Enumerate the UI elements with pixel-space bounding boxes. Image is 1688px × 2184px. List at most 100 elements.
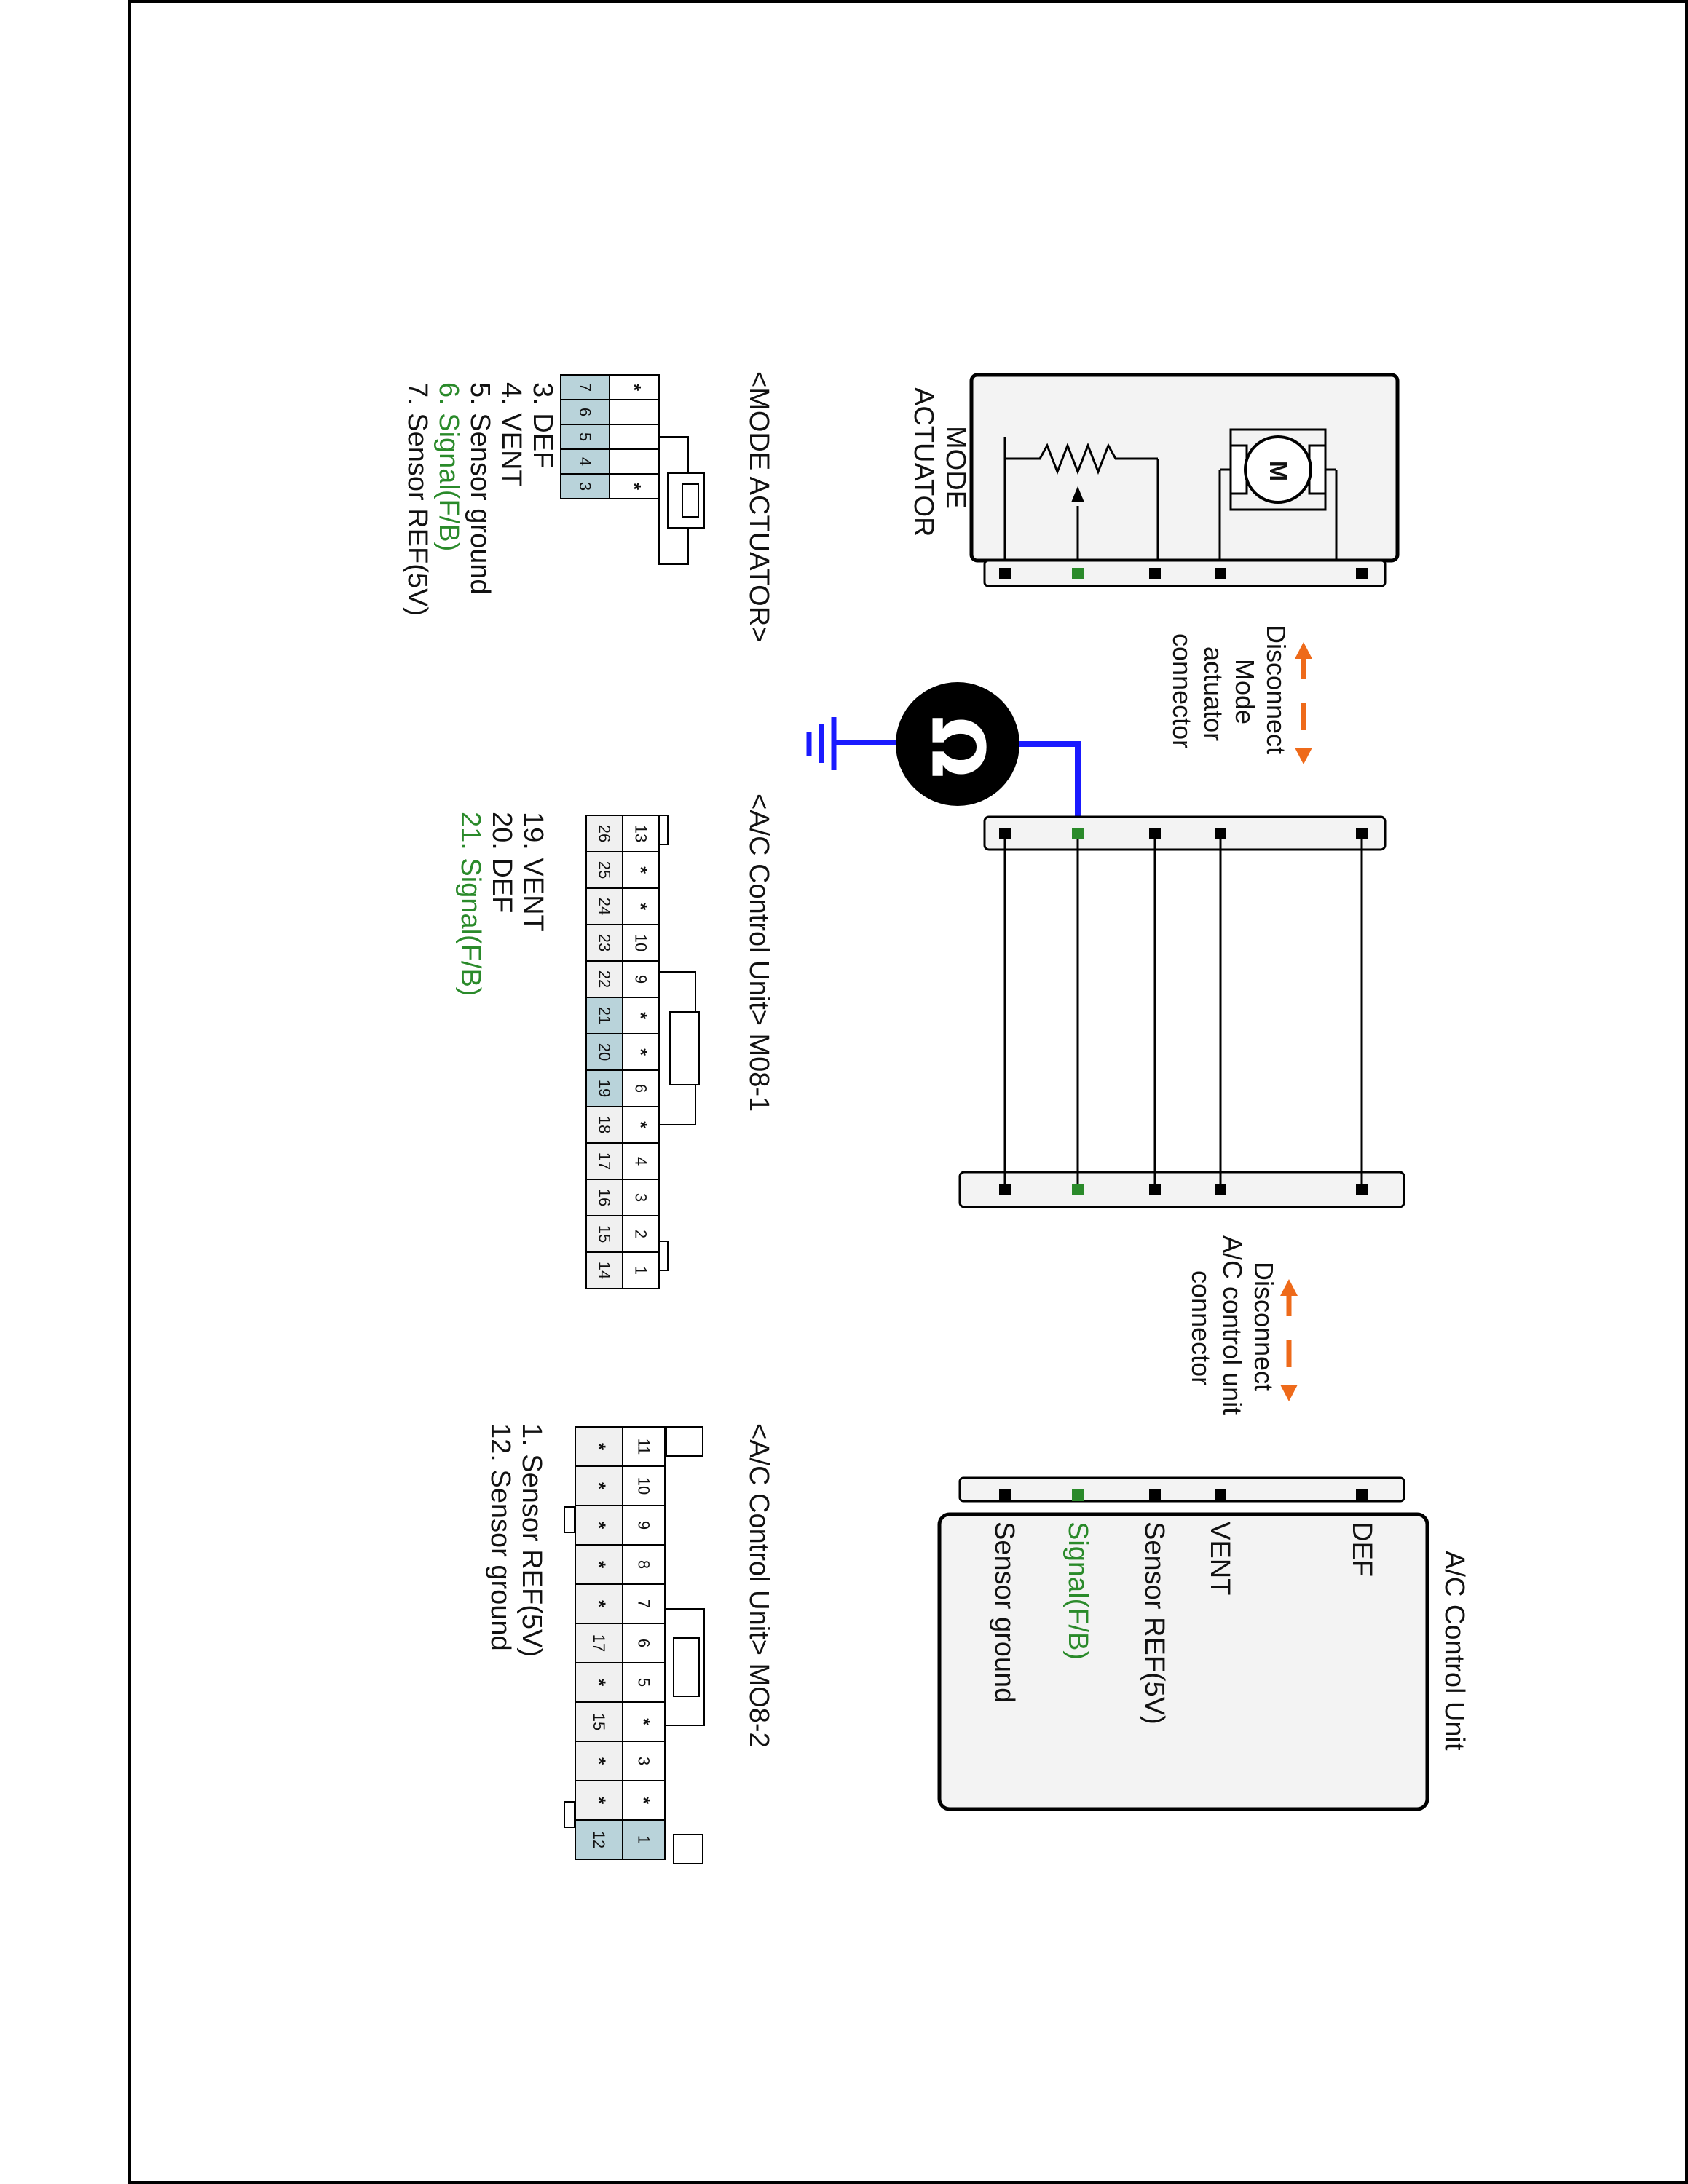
pin-number: 23 (596, 934, 614, 951)
ac-pin-sensor-ref: Sensor REF(5V) (1139, 1522, 1170, 1725)
ohm-icon: Ω (915, 716, 1001, 778)
pin-cell (609, 473, 660, 499)
connector-mode-title: <MODE ACTUATOR> (744, 371, 774, 642)
m081-legend-2: 21. Signal(F/B) (455, 812, 486, 996)
pin-cell (575, 1780, 623, 1821)
pin-cell (585, 1106, 623, 1144)
ac-unit-box (937, 1512, 1429, 1811)
disconnect-ac-line2: A/C control unit (1218, 1235, 1247, 1415)
pin-cell (622, 1662, 666, 1703)
ohmmeter (896, 682, 1019, 806)
pin-number: 3 (576, 482, 594, 491)
pin-number: 13 (632, 825, 650, 842)
pin-number: * (588, 1522, 610, 1530)
mode-actuator-pin-strip (983, 559, 1387, 587)
pin-number: 25 (596, 861, 614, 879)
pin-number: 10 (635, 1477, 653, 1495)
pin-number: * (588, 1797, 610, 1805)
pin-number: 19 (596, 1080, 614, 1097)
pin-cell (622, 887, 660, 925)
resistor-icon (1005, 442, 1158, 475)
pin-cell (575, 1544, 623, 1585)
pin-cell (609, 448, 660, 475)
arrow-up-icon (1280, 1279, 1298, 1296)
pin-number: 20 (596, 1043, 614, 1061)
pin-number: 26 (596, 825, 614, 842)
pin-cell (560, 424, 610, 450)
pin-number: 8 (635, 1560, 653, 1569)
pin-cell (560, 473, 610, 499)
pin-cell (585, 1142, 623, 1180)
pin-cell (609, 424, 660, 450)
pin-number: 4 (632, 1157, 650, 1166)
pin-number: 18 (596, 1116, 614, 1133)
pin-number: * (623, 384, 645, 392)
mode-legend-3: 6. Signal(F/B) (433, 382, 464, 551)
pin-number: 14 (596, 1262, 614, 1279)
pin-number: 22 (596, 970, 614, 988)
m082-legend-0: 1. Sensor REF(5V) (516, 1423, 547, 1657)
pin-number: 4 (576, 457, 594, 466)
mode-actuator-title-line2: ACTUATOR (908, 387, 939, 537)
pin-cell (575, 1662, 623, 1703)
ac-unit-title: A/C Control Unit (1439, 1551, 1470, 1751)
pin-cell (622, 1544, 666, 1585)
pin-number: 2 (632, 1230, 650, 1238)
pin-number: 17 (596, 1152, 614, 1170)
connector-m082-title: <A/C Control Unit> MO8-2 (744, 1423, 774, 1748)
pin-cell (575, 1426, 623, 1467)
pin-number: * (630, 1012, 652, 1020)
pin-number: * (630, 866, 652, 874)
pin-number: 11 (635, 1439, 653, 1455)
connector-m081-title: <A/C Control Unit> M08-1 (744, 794, 774, 1112)
pin-cell (585, 997, 623, 1034)
m081-legend-0: 19. VENT (518, 812, 548, 932)
arrow-down-icon (1280, 1385, 1298, 1401)
pin-number: 15 (590, 1713, 608, 1730)
pin-cell (575, 1819, 623, 1860)
disconnect-ac-arrows (1280, 1279, 1298, 1401)
pin-cell (560, 448, 610, 475)
pin-number: 16 (596, 1189, 614, 1206)
page-border (128, 0, 1688, 2184)
harness-bottom-connector (958, 1171, 1405, 1208)
pin-cell (622, 960, 660, 998)
pin-cell (585, 1069, 623, 1107)
pin-cell (585, 1251, 623, 1289)
pin-cell (622, 1251, 660, 1289)
pin-number: * (633, 1797, 655, 1805)
pin-number: 9 (635, 1521, 653, 1530)
pin-number: * (588, 1757, 610, 1765)
disconnect-mode-arrows (1295, 642, 1312, 764)
pin-cell (585, 1215, 623, 1253)
motor-icon (1244, 435, 1312, 504)
harness-top-connector (983, 815, 1387, 851)
m081-legend-1: 20. DEF (486, 812, 517, 913)
pin-number: 21 (596, 1007, 614, 1024)
pin-number: * (623, 483, 645, 491)
disconnect-mode-line2: Mode (1230, 659, 1260, 724)
pin-number: 17 (590, 1634, 608, 1652)
harness (958, 815, 1405, 1208)
pin-number: 3 (635, 1757, 653, 1765)
pin-number: * (588, 1679, 610, 1687)
m082-legend-1: 12. Sensor ground (485, 1423, 516, 1651)
mode-legend-0: 3. DEF (527, 382, 558, 468)
pin-number: 5 (635, 1678, 653, 1687)
pin-number: 7 (635, 1599, 653, 1608)
pin-number: * (630, 1121, 652, 1129)
pin-number: * (588, 1443, 610, 1451)
motor-label: M (1264, 461, 1292, 481)
pin-cell (622, 1819, 666, 1860)
mode-legend-4: 7. Sensor REF(5V) (402, 382, 433, 616)
pin-number: * (588, 1482, 610, 1490)
ac-pin-sensor-ground: Sensor ground (989, 1522, 1019, 1703)
pin-cell (575, 1505, 623, 1546)
pin-number: 9 (632, 975, 650, 984)
pin-cell (575, 1583, 623, 1624)
pin-number: 12 (590, 1831, 608, 1848)
